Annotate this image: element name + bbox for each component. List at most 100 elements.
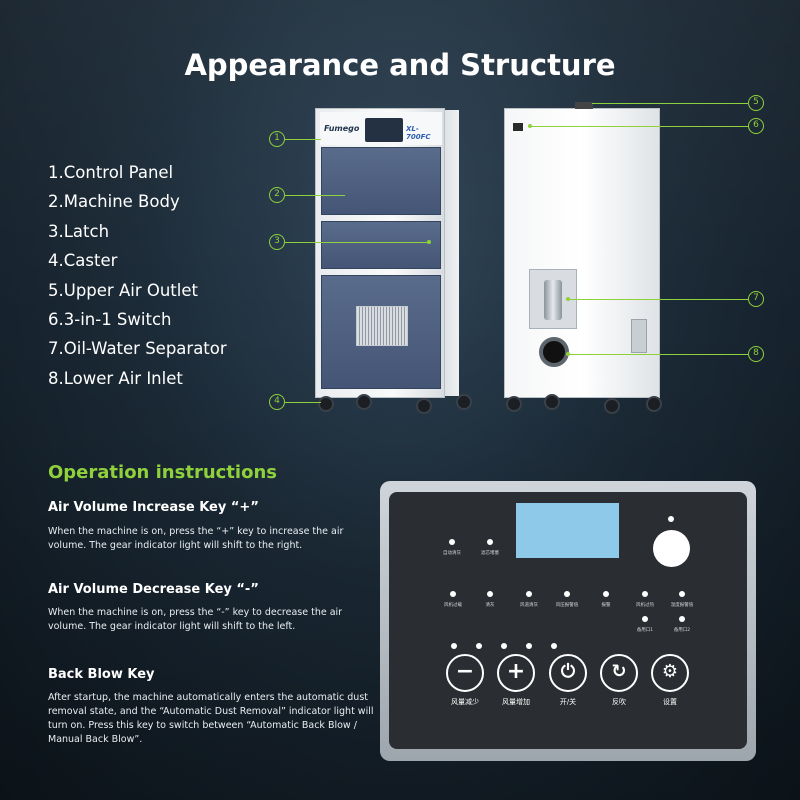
callout-8: 8	[748, 346, 764, 362]
front-machine: Fumego XL-700FC	[315, 108, 445, 398]
part-item: 4.Caster	[48, 251, 118, 271]
parts-list: 1.Control Panel 2.Machine Body 3.Latch 4…	[48, 158, 227, 393]
key-description: When the machine is on, press the “-” ke…	[48, 607, 343, 632]
gear-indicator-led	[501, 643, 507, 649]
indicator-led	[487, 539, 493, 545]
page-title: Appearance and Structure	[184, 48, 616, 82]
callout-dot	[566, 297, 570, 301]
part-item: 8.Lower Air Inlet	[48, 368, 183, 388]
callout-line	[285, 139, 321, 140]
part-item: 2.Machine Body	[48, 192, 180, 212]
led-label: 报警	[601, 603, 611, 608]
callout-3: 3	[269, 234, 285, 250]
indicator-led	[679, 591, 685, 597]
callout-dot	[528, 124, 532, 128]
decrease-air-button[interactable]: −	[446, 654, 484, 692]
key-heading: Air Volume Decrease Key “-”	[48, 582, 259, 597]
indicator-led	[450, 591, 456, 597]
machine-model: XL-700FC	[406, 125, 431, 141]
gear-indicator-led	[451, 643, 457, 649]
indicator-led	[564, 591, 570, 597]
part-item: 5.Upper Air Outlet	[48, 280, 198, 300]
control-panel: 自动清灰 滤芯堵塞 风机过载 清灰 风道清灰 风压报警值 报警 风机过热 温度报…	[389, 492, 747, 749]
machine-door-upper	[321, 147, 441, 215]
callout-line	[530, 126, 748, 127]
led-label: 自动清灰	[443, 551, 461, 556]
button-label: 反吹	[612, 698, 626, 706]
gear-indicator-led	[526, 643, 532, 649]
led-label: 风道清灰	[520, 603, 538, 608]
caster-wheel	[318, 396, 334, 412]
button-label: 开/关	[559, 698, 577, 706]
caster-wheel	[544, 394, 560, 410]
caster-wheel	[356, 394, 372, 410]
side-plate	[631, 319, 647, 353]
emergency-knob[interactable]	[653, 530, 690, 567]
callout-line	[285, 195, 345, 196]
callout-7: 7	[748, 291, 764, 307]
increase-air-button[interactable]: +	[497, 654, 535, 692]
led-label: 温度报警值	[670, 603, 694, 608]
led-label: 风机过载	[444, 603, 462, 608]
part-item: 6.3-in-1 Switch	[48, 309, 172, 329]
led-label: 风机过热	[636, 603, 654, 608]
part-item: 7.Oil-Water Separator	[48, 339, 227, 359]
upper-air-outlet	[575, 102, 593, 109]
caster-wheel	[506, 396, 522, 412]
caster-wheel	[604, 398, 620, 414]
knob-indicator-led	[668, 516, 674, 522]
callout-6: 6	[748, 118, 764, 134]
key-heading: Air Volume Increase Key “+”	[48, 500, 259, 515]
oil-water-separator	[544, 280, 562, 320]
caster-wheel	[416, 398, 432, 414]
lower-air-inlet	[539, 337, 569, 367]
indicator-led	[642, 591, 648, 597]
button-label: 风量增加	[502, 698, 530, 706]
led-label: 备用口1	[636, 628, 654, 633]
button-label: 设置	[663, 698, 677, 706]
callout-1: 1	[269, 131, 285, 147]
three-in-one-switch	[513, 123, 523, 131]
air-grille	[356, 306, 408, 346]
callout-dot	[566, 352, 570, 356]
part-item: 1.Control Panel	[48, 163, 174, 182]
callout-5: 5	[748, 95, 764, 111]
callout-2: 2	[269, 187, 285, 203]
mini-control-panel	[365, 118, 403, 142]
led-label: 备用口2	[673, 628, 691, 633]
callout-line	[568, 299, 748, 300]
button-label: 风量减少	[451, 698, 479, 706]
settings-button[interactable]: ⚙	[651, 654, 689, 692]
back-blow-button[interactable]: ↻	[600, 654, 638, 692]
caster-wheel	[456, 394, 472, 410]
key-description: When the machine is on, press the “+” ke…	[48, 526, 344, 551]
indicator-led	[487, 591, 493, 597]
callout-line	[568, 354, 748, 355]
callout-line	[285, 402, 321, 403]
power-button[interactable]: ⏻	[549, 654, 587, 692]
display-screen	[516, 503, 619, 558]
key-description: After startup, the machine automatically…	[48, 692, 374, 745]
machine-door-lower	[321, 275, 441, 389]
caster-wheel	[646, 396, 662, 412]
machine-door-middle	[321, 221, 441, 269]
callout-4: 4	[269, 394, 285, 410]
led-label: 滤芯堵塞	[481, 551, 499, 556]
led-label: 风压报警值	[555, 603, 579, 608]
led-label: 清灰	[485, 603, 495, 608]
callout-dot	[427, 240, 431, 244]
part-item: 3.Latch	[48, 221, 110, 241]
indicator-led	[679, 616, 685, 622]
indicator-led	[603, 591, 609, 597]
machine-top-panel: Fumego XL-700FC	[320, 112, 442, 145]
machine-logo: Fumego	[324, 124, 360, 133]
callout-line	[592, 103, 748, 104]
operation-title: Operation instructions	[48, 462, 277, 483]
callout-line	[285, 242, 429, 243]
indicator-led	[449, 539, 455, 545]
indicator-led	[642, 616, 648, 622]
indicator-led	[526, 591, 532, 597]
key-heading: Back Blow Key	[48, 667, 155, 682]
gear-indicator-led	[551, 643, 557, 649]
